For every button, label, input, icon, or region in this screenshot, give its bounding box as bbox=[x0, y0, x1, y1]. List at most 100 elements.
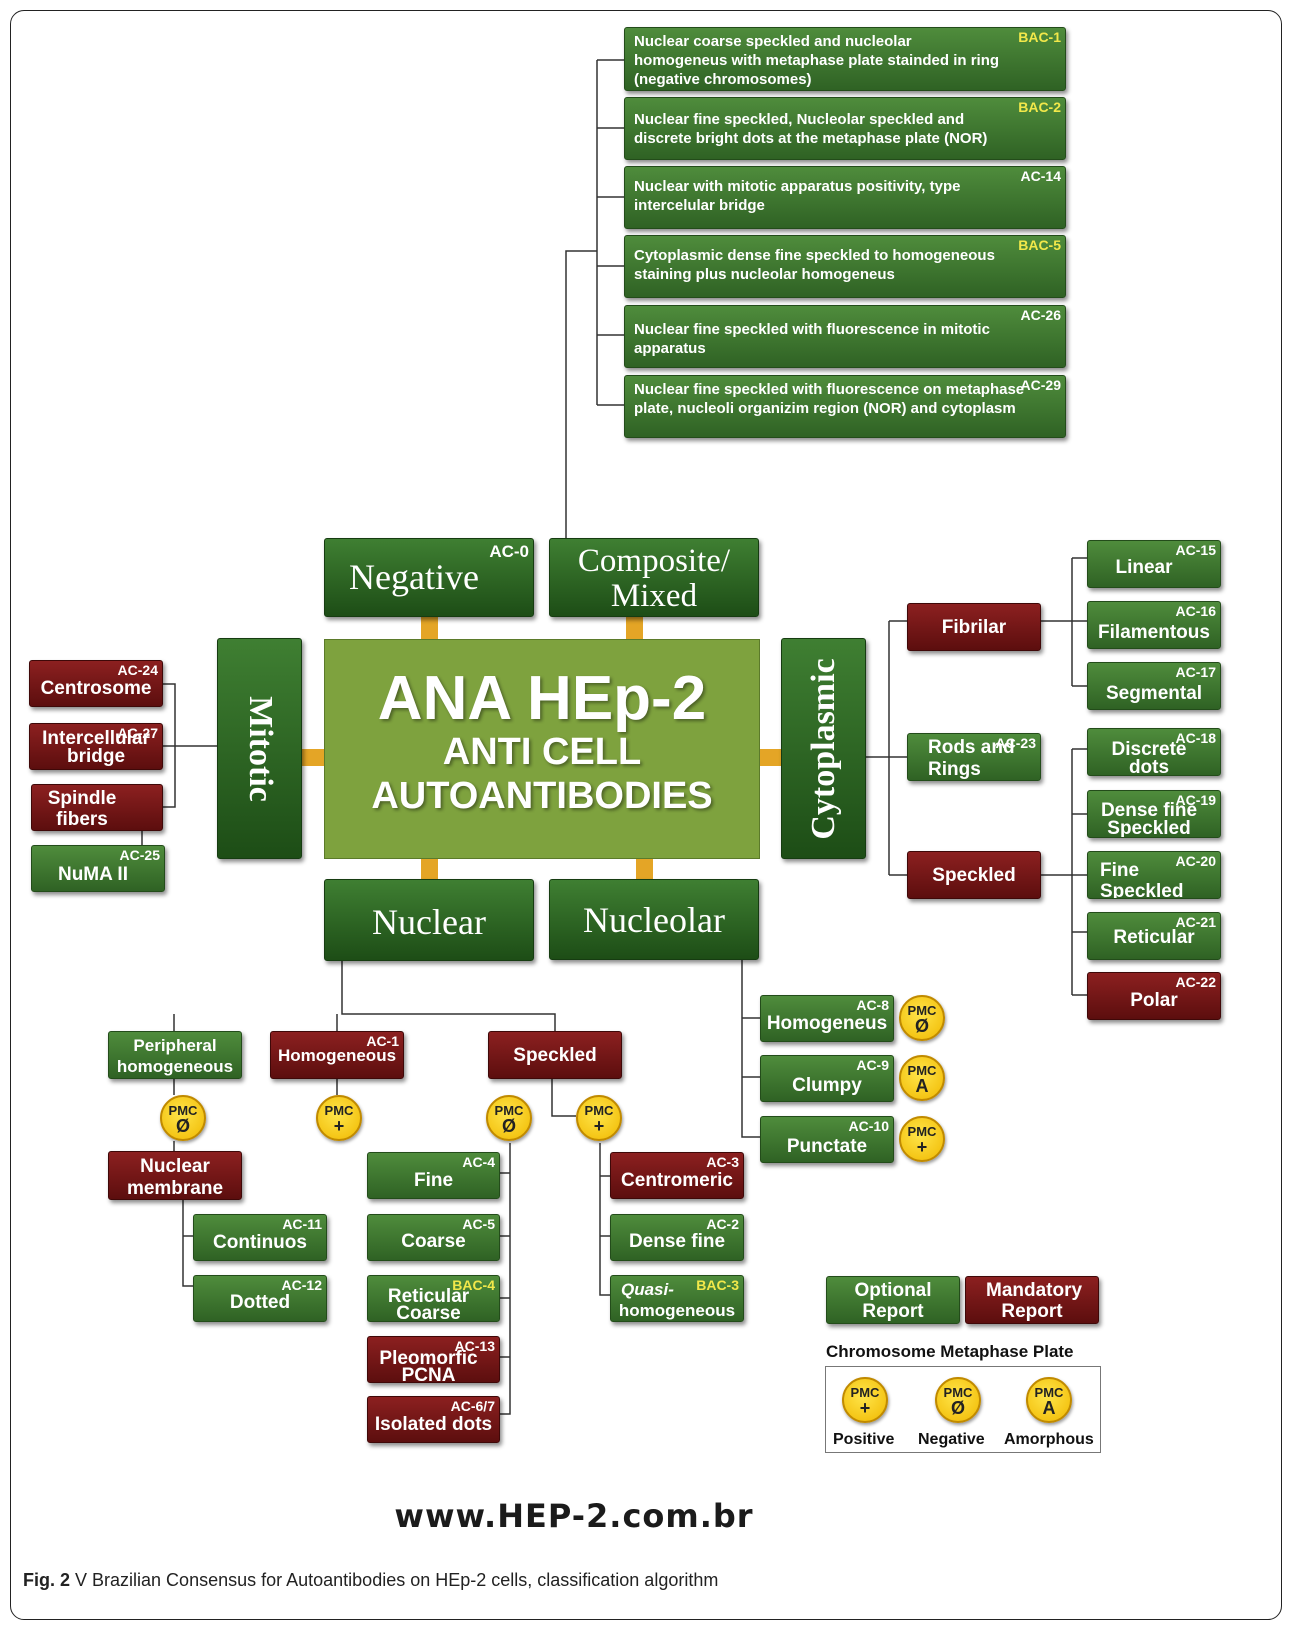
cytoplasmic-speckled-node[interactable]: Speckled bbox=[907, 851, 1041, 899]
nuclear-homogeneous-node[interactable]: AC-1 Homogeneous bbox=[270, 1031, 404, 1079]
mitotic-item-centrosome[interactable]: AC-24 Centrosome bbox=[29, 660, 163, 707]
connector-mitotic bbox=[302, 749, 324, 766]
item-code: AC-8 bbox=[856, 997, 889, 1013]
pmc-negative-item[interactable]: AC-4 Fine bbox=[367, 1152, 500, 1199]
item-label: Reticular Coarse bbox=[387, 1286, 470, 1322]
center-subtitle-1: ANTI CELL bbox=[442, 731, 642, 773]
membrane-label: Nuclear membrane bbox=[126, 1156, 224, 1199]
negative-category[interactable]: AC-0 Negative bbox=[324, 538, 534, 617]
item-code: AC-3 bbox=[706, 1154, 739, 1170]
item-code: AC-27 bbox=[117, 725, 158, 741]
item-code: AC-12 bbox=[281, 1277, 322, 1293]
pmc-positive-item[interactable]: BAC-3 Quasi- homogeneous bbox=[610, 1275, 744, 1322]
legend-title: Chromosome Metaphase Plate bbox=[826, 1342, 1074, 1361]
mitotic-category[interactable]: Mitotic bbox=[217, 638, 302, 859]
item-label: Dense fine Speckled bbox=[1100, 800, 1198, 838]
item-code: BAC-3 bbox=[696, 1277, 739, 1293]
item-label: Linear bbox=[1115, 557, 1173, 578]
fibrilar-item[interactable]: AC-15 Linear bbox=[1087, 540, 1221, 588]
membrane-item[interactable]: AC-12 Dotted bbox=[193, 1275, 327, 1322]
composite-pattern[interactable]: BAC-1 Nuclear coarse speckled and nucleo… bbox=[624, 27, 1066, 91]
item-code: AC-25 bbox=[119, 847, 160, 863]
item-label: Centromeric bbox=[621, 1170, 733, 1191]
nucleolar-category[interactable]: Nucleolar bbox=[549, 879, 759, 960]
pmc-positive-item[interactable]: AC-2 Dense fine bbox=[610, 1214, 744, 1261]
membrane-item[interactable]: AC-11 Continuos bbox=[193, 1214, 327, 1261]
item-label: Continuos bbox=[213, 1232, 307, 1253]
item-code: AC-2 bbox=[706, 1216, 739, 1232]
rods-code: AC-23 bbox=[995, 735, 1036, 751]
pattern-code: AC-14 bbox=[1020, 168, 1061, 184]
connector-negative bbox=[421, 617, 438, 639]
composite-pattern[interactable]: AC-26 Nuclear fine speckled with fluores… bbox=[624, 305, 1066, 368]
nucleolar-item[interactable]: AC-9 Clumpy bbox=[760, 1055, 894, 1102]
composite-pattern[interactable]: AC-14 Nuclear with mitotic apparatus pos… bbox=[624, 166, 1066, 229]
speckled-item[interactable]: AC-19 Dense fine Speckled bbox=[1087, 790, 1221, 838]
legend-mandatory-label: Mandatory Report bbox=[986, 1280, 1083, 1322]
legend-amorphous-label: Amorphous bbox=[1004, 1431, 1094, 1448]
pattern-text: Nuclear fine speckled with fluorescence … bbox=[634, 321, 990, 357]
legend-optional-report: Optional Report bbox=[826, 1276, 960, 1324]
pattern-code: BAC-2 bbox=[1018, 99, 1061, 115]
pattern-code: BAC-5 bbox=[1018, 237, 1061, 253]
website-url: www.HEP-2.com.br bbox=[394, 1497, 754, 1535]
mitotic-item-spindle-fibers[interactable]: Spindle fibers bbox=[31, 784, 163, 831]
cytoplasmic-label: Cytoplasmic bbox=[804, 657, 842, 840]
nuclear-speckled-node[interactable]: Speckled bbox=[488, 1031, 622, 1079]
item-code: AC-16 bbox=[1175, 603, 1216, 619]
nuclear-category[interactable]: Nuclear bbox=[324, 879, 534, 961]
composite-pattern[interactable]: AC-29 Nuclear fine speckled with fluores… bbox=[624, 375, 1066, 438]
composite-category[interactable]: Composite/ Mixed bbox=[549, 538, 759, 617]
pmc-negative-item[interactable]: BAC-4 Reticular Coarse bbox=[367, 1275, 500, 1322]
speckled-item[interactable]: AC-18 Discrete dots bbox=[1087, 728, 1221, 776]
fibrilar-item[interactable]: AC-17 Segmental bbox=[1087, 662, 1221, 710]
item-code: AC-4 bbox=[462, 1154, 495, 1170]
item-label: Discrete dots bbox=[1111, 739, 1187, 776]
caption-fig-label: Fig. 2 bbox=[23, 1570, 71, 1590]
fibrilar-item[interactable]: AC-16 Filamentous bbox=[1087, 601, 1221, 649]
homogeneous-label: Homogeneous bbox=[277, 1046, 397, 1065]
rods-rings-node[interactable]: AC-23 Rods and Rings bbox=[907, 733, 1041, 781]
pmc-negative-item[interactable]: AC-13 Pleomorfic PCNA bbox=[367, 1336, 500, 1383]
legend-negative-label: Negative bbox=[918, 1431, 985, 1448]
nuclear-speckled-label: Speckled bbox=[513, 1045, 597, 1066]
item-label: Polar bbox=[1130, 990, 1178, 1011]
item-label: Pleomorfic PCNA bbox=[379, 1348, 478, 1383]
pmc-positive-item[interactable]: AC-3 Centromeric bbox=[610, 1152, 744, 1199]
pmc-negative-item[interactable]: AC-5 Coarse bbox=[367, 1214, 500, 1261]
mitotic-item-numa[interactable]: AC-25 NuMA II bbox=[31, 845, 165, 892]
fibrilar-node[interactable]: Fibrilar bbox=[907, 603, 1041, 651]
pattern-code: AC-26 bbox=[1020, 307, 1061, 323]
mitotic-label: Mitotic bbox=[241, 695, 279, 802]
item-code: AC-24 bbox=[117, 662, 158, 678]
legend-positive-label: Positive bbox=[833, 1431, 895, 1448]
item-code: AC-6/7 bbox=[450, 1398, 495, 1414]
item-code: AC-18 bbox=[1175, 730, 1216, 746]
nucleolar-item[interactable]: AC-8 Homogeneus bbox=[760, 995, 894, 1042]
caption-text: V Brazilian Consensus for Autoantibodies… bbox=[70, 1570, 719, 1590]
cytoplasmic-category[interactable]: Cytoplasmic bbox=[781, 638, 866, 859]
pattern-code: BAC-1 bbox=[1018, 29, 1061, 45]
item-label: Dotted bbox=[229, 1292, 291, 1313]
speckled-item[interactable]: AC-21 Reticular bbox=[1087, 912, 1221, 960]
composite-pattern[interactable]: BAC-5 Cytoplasmic dense fine speckled to… bbox=[624, 235, 1066, 298]
pmc-negative-item[interactable]: AC-6/7 Isolated dots bbox=[367, 1396, 500, 1443]
negative-code: AC-0 bbox=[489, 542, 529, 561]
nucleolar-item[interactable]: AC-10 Punctate bbox=[760, 1116, 894, 1163]
pattern-text: Nuclear fine speckled with fluorescence … bbox=[634, 381, 1025, 417]
speckled-item[interactable]: AC-22 Polar bbox=[1087, 972, 1221, 1020]
composite-label-1: Composite/ bbox=[577, 543, 731, 579]
speckled-item[interactable]: AC-20 Fine Speckled bbox=[1087, 851, 1221, 899]
item-label: Intercellular bridge bbox=[42, 728, 150, 767]
composite-pattern[interactable]: BAC-2 Nuclear fine speckled, Nucleolar s… bbox=[624, 97, 1066, 160]
item-code: AC-13 bbox=[454, 1338, 495, 1354]
item-label: Isolated dots bbox=[374, 1414, 493, 1435]
nuclear-membrane-node[interactable]: Nuclear membrane bbox=[108, 1151, 242, 1200]
item-label: Filamentous bbox=[1098, 622, 1210, 643]
peripheral-homogeneous-node[interactable]: Peripheral homogeneous bbox=[108, 1031, 242, 1079]
mitotic-item-intercellular-bridge[interactable]: AC-27 Intercellular bridge bbox=[29, 723, 163, 770]
nucleolar-label: Nucleolar bbox=[583, 900, 725, 940]
